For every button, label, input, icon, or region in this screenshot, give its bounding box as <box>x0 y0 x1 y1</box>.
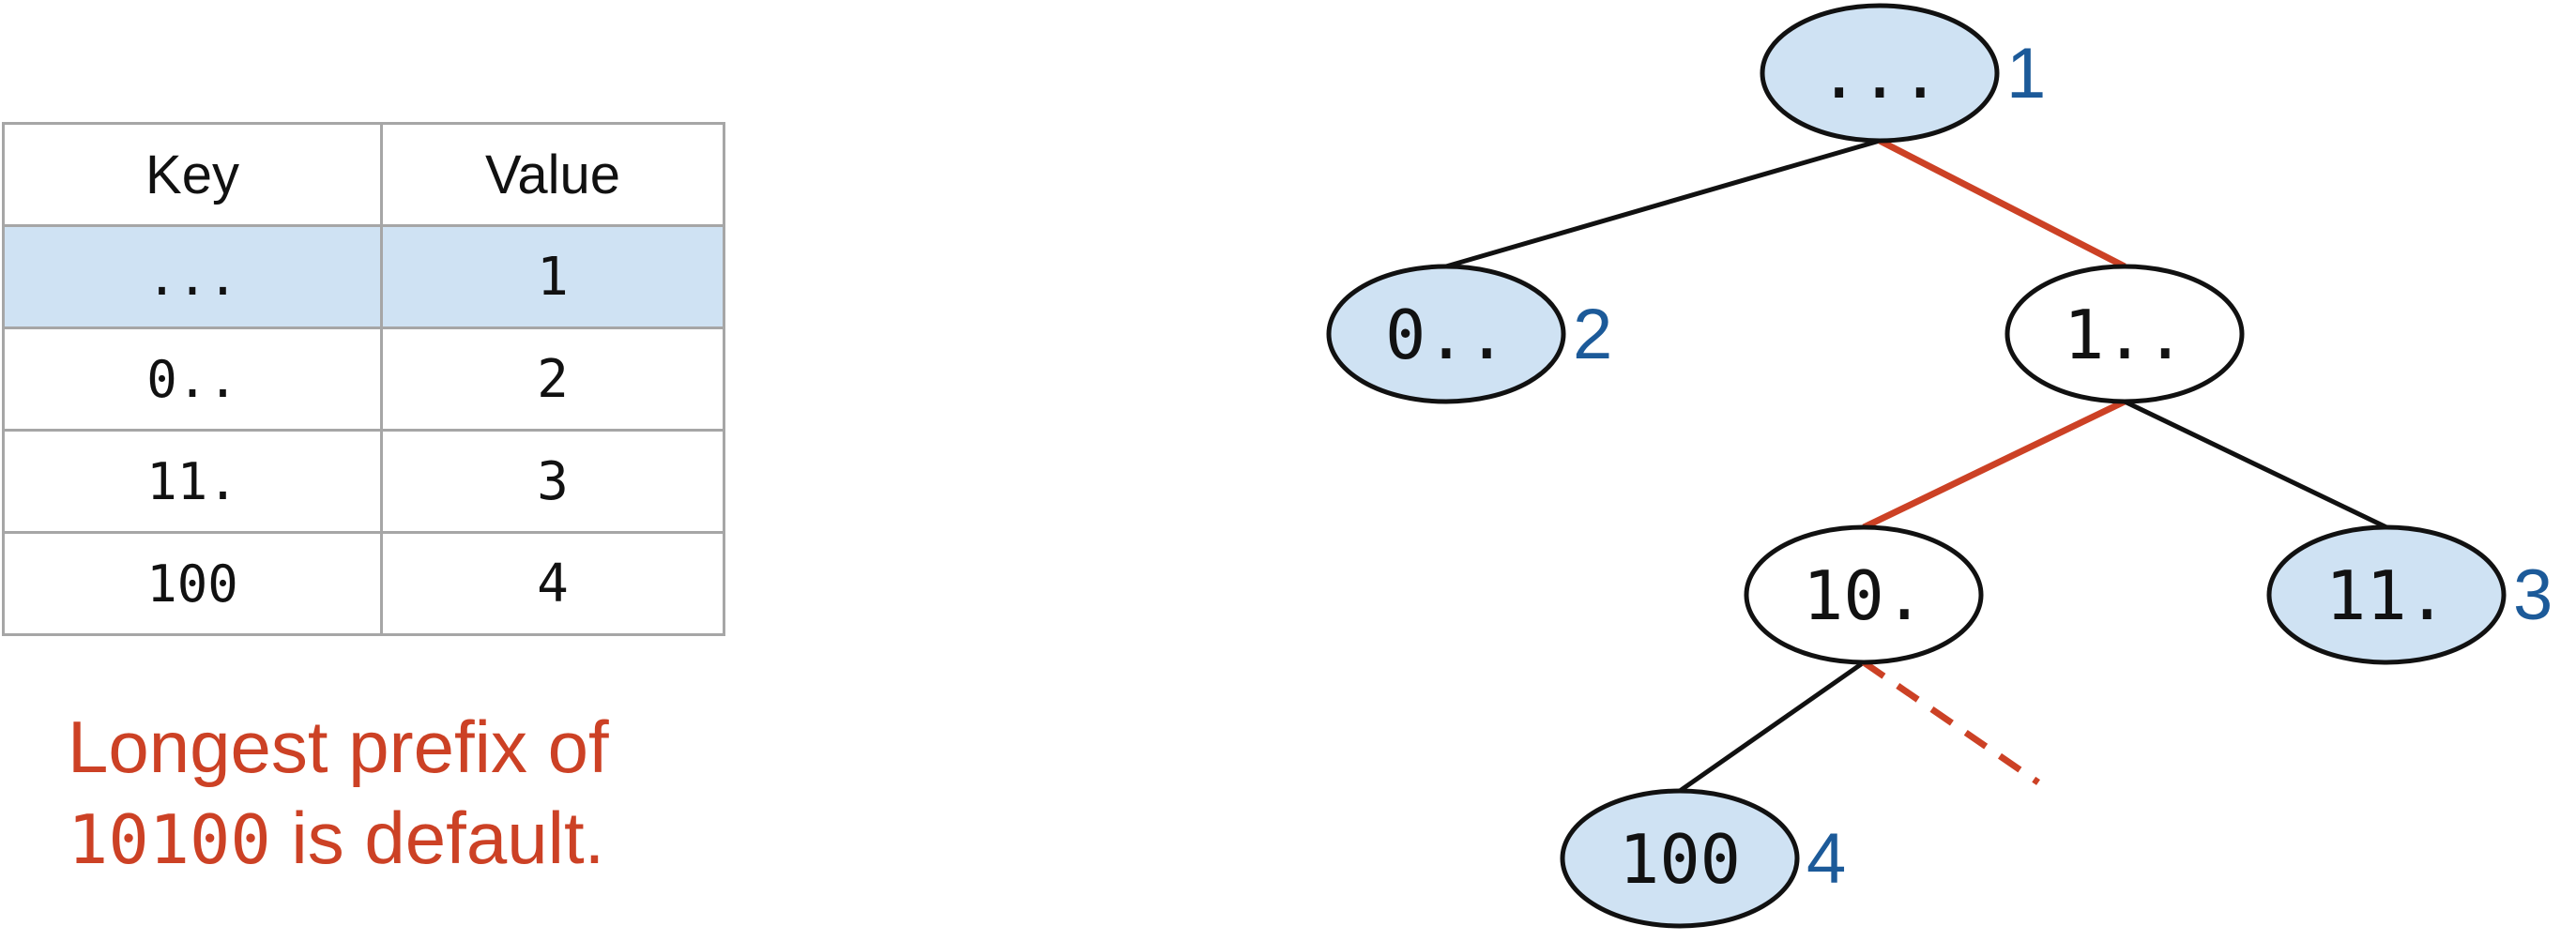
row-key: 11. <box>2 429 383 534</box>
row-value: 1 <box>380 224 725 329</box>
trie-edge-root-n1 <box>1878 137 2126 270</box>
trie-node-n11: 11.3 <box>2266 524 2553 665</box>
caption-line-1: Longest prefix of <box>68 706 609 788</box>
trie-node-n10: 10. <box>1744 524 1984 665</box>
table-row: ... 1 <box>2 224 725 329</box>
caption: Longest prefix of 10100 is default. <box>68 702 743 886</box>
trie-node-shape <box>1760 3 2000 144</box>
trie-node-value: 1 <box>2006 34 2046 114</box>
trie-node-shape <box>2266 524 2507 665</box>
trie-node-label: 1.. <box>2064 296 2186 374</box>
trie-node-label: 100 <box>1619 820 1741 899</box>
row-value: 3 <box>380 429 725 534</box>
table-row: 100 4 <box>2 531 725 636</box>
header-value: Value <box>380 122 725 227</box>
lookup-table: Key Value ... 1 0.. 2 11. 3 100 4 <box>2 122 725 636</box>
trie-node-label: 11. <box>2325 556 2447 635</box>
trie-node-shape <box>2004 264 2245 404</box>
trie-node-n0: 0.. 2 <box>1326 264 1612 404</box>
trie-node-shape <box>1744 524 1984 665</box>
trie-node-root: ... 1 <box>1760 3 2046 144</box>
table-header-row: Key Value <box>2 122 725 227</box>
trie-edge-root-n0 <box>1445 138 1881 269</box>
trie-node-value: 2 <box>1573 295 1612 374</box>
edge-layer <box>1445 137 2388 794</box>
header-key: Key <box>2 122 383 227</box>
row-key: ... <box>2 224 383 329</box>
trie-node-label: 0.. <box>1385 296 1507 374</box>
row-key: 0.. <box>2 326 383 432</box>
caption-key: 10100 <box>68 800 271 879</box>
trie-node-value: 3 <box>2513 555 2553 635</box>
trie-node-shape <box>1326 264 1566 404</box>
trie-edge-n10-n100 <box>1678 660 1866 794</box>
table-row: 0.. 2 <box>2 326 725 432</box>
table-row: 11. 3 <box>2 429 725 534</box>
trie-node-label: 10. <box>1803 556 1925 635</box>
row-value: 2 <box>380 326 725 432</box>
trie-node-n1: 1.. <box>2004 264 2245 404</box>
caption-rest: is default. <box>270 797 605 879</box>
row-key: 100 <box>2 531 383 636</box>
trie-edge-n10-missing <box>1862 660 2040 785</box>
trie-node-n100: 100 4 <box>1560 788 1846 929</box>
trie-node-label: ... <box>1819 35 1941 114</box>
trie-node-value: 4 <box>1806 819 1846 899</box>
trie-edge-n1-n11 <box>2123 399 2388 530</box>
trie-edge-n1-n10 <box>1862 398 2126 531</box>
row-value: 4 <box>380 531 725 636</box>
trie-node-shape <box>1560 788 1800 929</box>
